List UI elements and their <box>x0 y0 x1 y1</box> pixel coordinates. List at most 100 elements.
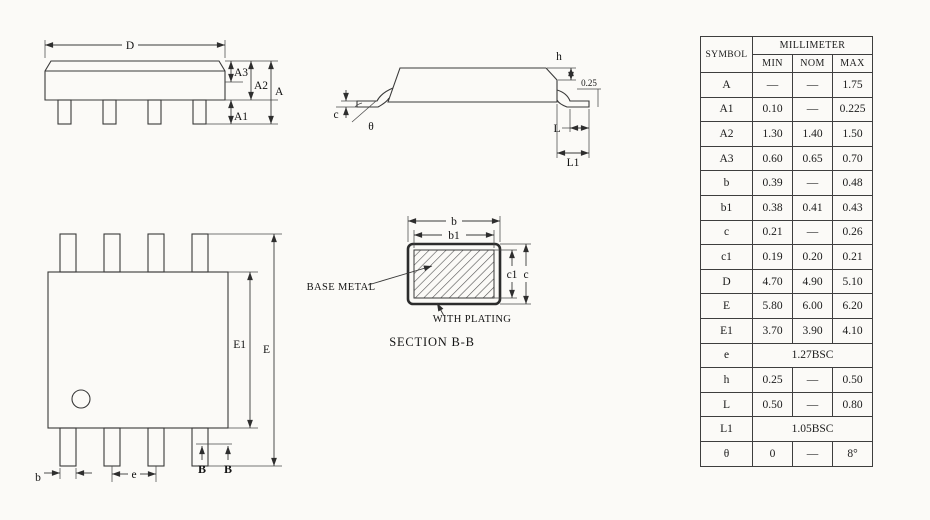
value-cell: — <box>792 72 833 98</box>
symbol-cell: A <box>700 72 753 98</box>
dim-label-section-c1: c1 <box>507 269 518 281</box>
symbol-cell: b <box>700 170 753 196</box>
dim-label-section-b: b <box>451 216 457 228</box>
value-cell: 0.26 <box>832 219 873 246</box>
dim-label-A: A <box>275 86 284 98</box>
value-cell: — <box>792 170 833 196</box>
value-cell: 0.41 <box>792 194 833 221</box>
value-cell: 0.80 <box>832 391 873 418</box>
section-cut-label-b-left: B <box>198 462 206 476</box>
max-header: MAX <box>832 54 873 73</box>
value-cell: 0.21 <box>752 219 793 246</box>
dim-label-E1: E1 <box>233 339 246 351</box>
symbol-cell: A1 <box>700 96 753 123</box>
millimeter-header: MILLIMETER <box>752 36 873 55</box>
value-cell: 8° <box>832 440 873 467</box>
value-cell: 1.27BSC <box>752 342 873 369</box>
plating-outline <box>406 242 502 306</box>
symbol-cell: L <box>700 391 753 418</box>
symbol-cell: L1 <box>700 416 753 442</box>
section-cut-label-b-right: B <box>224 462 232 476</box>
value-cell: 1.75 <box>832 72 873 98</box>
symbol-cell: c <box>700 219 753 246</box>
dim-label-E: E <box>263 344 270 356</box>
pin1-indicator-mark <box>71 389 91 409</box>
dim-label-e-pitch: e <box>131 469 136 481</box>
value-cell: 4.70 <box>752 268 793 295</box>
dim-label-D: D <box>126 40 134 52</box>
value-cell: 0.50 <box>752 391 793 418</box>
table-subheader-row: MIN NOM MAX <box>701 54 873 73</box>
value-cell: — <box>792 367 833 393</box>
value-cell: 5.80 <box>752 293 793 319</box>
value-cell: 5.10 <box>832 268 873 295</box>
value-cell: 0.65 <box>792 145 833 172</box>
dim-label-A1: A1 <box>234 111 248 123</box>
value-cell: 0.50 <box>832 367 873 393</box>
value-cell: 1.50 <box>832 121 873 147</box>
dim-label-section-c: c <box>523 269 528 281</box>
min-header: MIN <box>752 54 793 73</box>
base-metal-annotation: BASE METAL <box>307 282 376 293</box>
symbol-cell: A2 <box>700 121 753 147</box>
section-bb-caption: SECTION B-B <box>389 335 475 349</box>
value-cell: 0.70 <box>832 145 873 172</box>
with-plating-annotation: WITH PLATING <box>433 314 512 325</box>
value-cell: 0.25 <box>752 367 793 393</box>
value-cell: 6.20 <box>832 293 873 319</box>
value-cell: 0.10 <box>752 96 793 123</box>
dim-label-L1: L1 <box>567 157 580 169</box>
value-cell: 0.39 <box>752 170 793 196</box>
symbol-cell: E1 <box>700 317 753 344</box>
symbol-cell: c1 <box>700 244 753 270</box>
value-cell: 0.48 <box>832 170 873 196</box>
dim-label-A3: A3 <box>234 67 248 79</box>
symbol-cell: θ <box>700 440 753 467</box>
value-cell: 1.30 <box>752 121 793 147</box>
value-cell: 0 <box>752 440 793 467</box>
symbol-cell: b1 <box>700 194 753 221</box>
value-cell: 6.00 <box>792 293 833 319</box>
dim-label-h: h <box>556 51 562 63</box>
dim-label-c: c <box>333 109 338 121</box>
symbol-cell: A3 <box>700 145 753 172</box>
value-cell: 0.19 <box>752 244 793 270</box>
symbol-cell: D <box>700 268 753 295</box>
value-cell: 0.60 <box>752 145 793 172</box>
value-cell: 0.225 <box>832 96 873 123</box>
value-cell: 0.21 <box>832 244 873 270</box>
value-cell: 0.43 <box>832 194 873 221</box>
dim-label-b-pin: b <box>35 472 41 484</box>
dim-label-A2: A2 <box>254 80 268 92</box>
table-row: A——1.75 <box>700 72 873 98</box>
symbol-header: SYMBOL <box>700 36 753 73</box>
dim-label-gauge-025: 0.25 <box>581 78 597 88</box>
value-cell: 3.70 <box>752 317 793 344</box>
value-cell: 3.90 <box>792 317 833 344</box>
value-cell: — <box>792 440 833 467</box>
nom-header: NOM <box>792 54 833 73</box>
symbol-cell: h <box>700 367 753 393</box>
value-cell: 4.10 <box>832 317 873 344</box>
base-metal-hatched-area <box>413 249 495 299</box>
value-cell: 0.20 <box>792 244 833 270</box>
value-cell: — <box>792 391 833 418</box>
value-cell: 0.38 <box>752 194 793 221</box>
dim-label-section-b1: b1 <box>448 230 460 242</box>
